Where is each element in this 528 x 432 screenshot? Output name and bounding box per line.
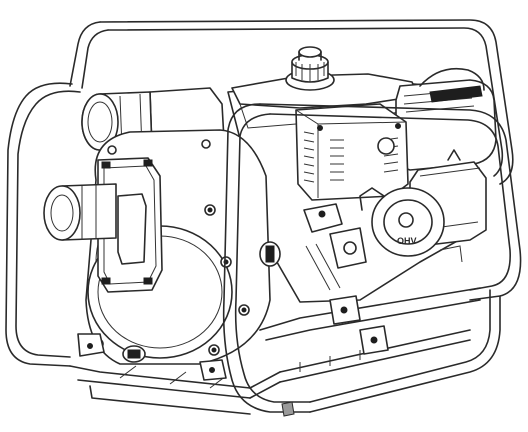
- priming-plug: [259, 241, 281, 267]
- brand-label: OHV: [397, 236, 417, 246]
- recoil-starter: OHV: [359, 187, 445, 257]
- frame-rear: [69, 19, 514, 185]
- pump-housing: [43, 87, 281, 381]
- inlet-pipe: [43, 183, 117, 241]
- engine-mounts: [329, 295, 389, 355]
- base-rails: [69, 287, 481, 415]
- engine: OHV: [227, 46, 497, 355]
- fuel-cap: [285, 46, 335, 91]
- frame-front: [222, 103, 522, 417]
- frame-left: [5, 82, 81, 367]
- engine-controls: [303, 203, 367, 291]
- drain-plug: [122, 345, 146, 363]
- fuel-valve: [447, 149, 461, 161]
